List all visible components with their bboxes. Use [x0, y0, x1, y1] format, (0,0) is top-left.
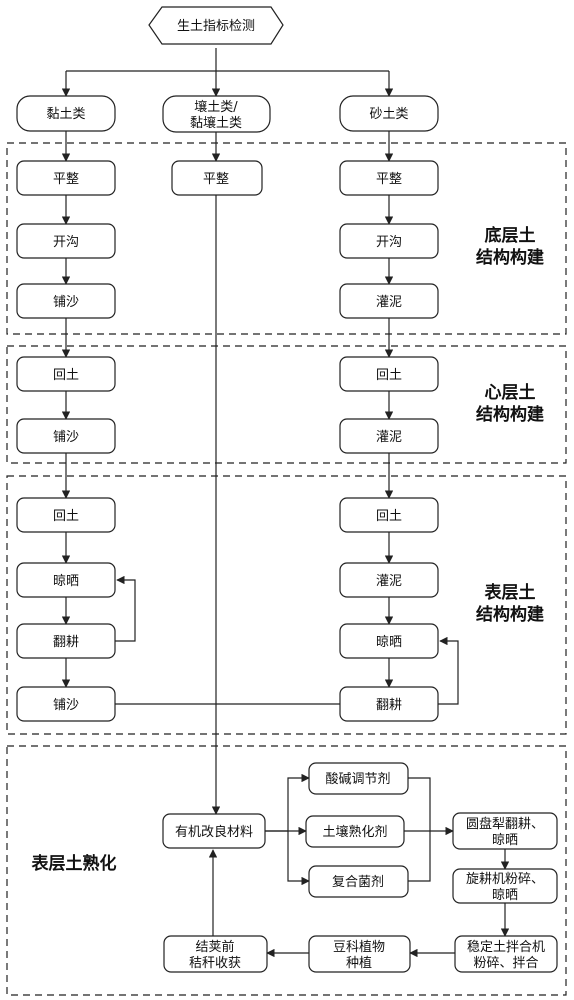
clay-step-sand-3: 铺沙 [16, 686, 116, 722]
clay-step-dry-label: 晾晒 [53, 573, 79, 589]
clay-step-plow-label: 翻耕 [53, 634, 79, 650]
sand-step-mud-1: 灌泥 [339, 283, 439, 319]
sand-step-dry: 晾晒 [339, 623, 439, 659]
sand-step-level: 平整 [339, 160, 439, 196]
ripening-straw-label-2: 秸秆收获 [189, 956, 241, 971]
sand-step-mud-2-label: 灌泥 [376, 430, 402, 445]
soil-type-loam: 壤土类/ 黏壤土类 [162, 95, 271, 133]
ripening-microbe: 复合菌剂 [308, 865, 409, 898]
clay-step-backfill-2-label: 回土 [53, 509, 79, 524]
ripening-organic-material-label: 有机改良材料 [175, 824, 253, 840]
loam-step-level: 平整 [171, 160, 263, 196]
zone-middle-label-1: 心层土 [485, 382, 536, 403]
ripening-stabilizer-mixer: 稳定土拌合机 粉碎、拌合 [454, 935, 558, 973]
ripening-disc-plow-label-2: 晾晒 [492, 832, 518, 848]
zone-middle-layer [6, 345, 567, 464]
zone-bottom-label-2: 结构构建 [476, 247, 544, 268]
soil-type-loam-label-1: 壤土类/ [194, 99, 238, 115]
zone-ripening-label: 表层土熟化 [32, 853, 117, 874]
ripening-rotary-tiller: 旋耕机粉碎、 晾晒 [452, 868, 558, 904]
ripening-stabilizer-label-2: 粉碎、拌合 [473, 956, 538, 971]
start-node: 生土指标检测 [148, 6, 284, 45]
soil-type-loam-label-2: 黏壤土类 [190, 115, 242, 131]
soil-type-clay: 黏土类 [16, 95, 116, 132]
clay-step-sand-1: 铺沙 [16, 283, 116, 319]
sand-step-mud-2: 灌泥 [339, 418, 439, 454]
ripening-organic-material: 有机改良材料 [162, 813, 266, 849]
ripening-ph-agent: 酸碱调节剂 [308, 762, 409, 795]
sand-step-mud-3-label: 灌泥 [376, 574, 402, 589]
clay-step-level-label: 平整 [53, 172, 79, 187]
ripening-ripening-agent: 土壤熟化剂 [305, 815, 405, 848]
clay-step-backfill-1: 回土 [16, 356, 116, 392]
clay-step-sand-3-label: 铺沙 [53, 698, 79, 713]
clay-step-backfill-2: 回土 [16, 497, 116, 533]
clay-step-backfill-1-label: 回土 [53, 368, 79, 383]
zone-bottom-label-1: 底层土 [485, 225, 536, 246]
soil-type-clay-label: 黏土类 [46, 106, 85, 122]
ripening-straw-harvest: 结荚前 秸秆收获 [163, 935, 268, 973]
ripening-microbe-label: 复合菌剂 [332, 875, 384, 890]
sand-step-dry-label: 晾晒 [376, 634, 402, 650]
sand-step-backfill-1-label: 回土 [376, 368, 402, 383]
loam-step-level-label: 平整 [203, 172, 229, 187]
ripening-disc-plow: 圆盘犁翻耕、 晾晒 [452, 812, 558, 850]
start-label: 生土指标检测 [177, 19, 255, 34]
clay-step-sand-1-label: 铺沙 [53, 295, 79, 310]
sand-step-level-label: 平整 [376, 172, 402, 187]
zone-bottom-layer [6, 142, 567, 335]
sand-step-backfill-2: 回土 [339, 497, 439, 533]
clay-step-trench-label: 开沟 [53, 235, 79, 250]
zone-surface-label-1: 表层土 [485, 582, 536, 603]
connectors [61, 48, 510, 958]
ripening-legume-planting: 豆科植物 种植 [308, 935, 411, 973]
ripening-rotary-label-2: 晾晒 [492, 887, 518, 903]
sand-step-mud-3: 灌泥 [339, 562, 439, 598]
clay-step-sand-2: 铺沙 [16, 418, 116, 454]
zone-surface-layer [6, 475, 567, 735]
zone-middle-label-2: 结构构建 [476, 404, 544, 425]
clay-step-plow: 翻耕 [16, 623, 116, 659]
ripening-straw-label-1: 结荚前 [195, 939, 234, 955]
sand-step-trench-label: 开沟 [376, 235, 402, 250]
sand-step-trench: 开沟 [339, 223, 439, 259]
ripening-stabilizer-label-1: 稳定土拌合机 [467, 939, 545, 955]
ripening-disc-plow-label-1: 圆盘犁翻耕、 [466, 816, 544, 832]
ripening-ph-agent-label: 酸碱调节剂 [325, 772, 390, 787]
clay-step-trench: 开沟 [16, 223, 116, 259]
ripening-rotary-label-1: 旋耕机粉碎、 [466, 871, 544, 887]
sand-step-backfill-2-label: 回土 [376, 509, 402, 524]
soil-type-sand-label: 砂土类 [369, 107, 408, 122]
clay-step-sand-2-label: 铺沙 [53, 430, 79, 445]
zone-surface-label-2: 结构构建 [476, 604, 544, 625]
clay-step-level: 平整 [16, 160, 116, 196]
sand-step-backfill-1: 回土 [339, 356, 439, 392]
clay-step-dry: 晾晒 [16, 562, 116, 598]
ripening-legume-label-2: 种植 [346, 956, 372, 971]
ripening-legume-label-1: 豆科植物 [333, 940, 385, 955]
soil-type-sand: 砂土类 [339, 95, 439, 132]
sand-step-plow-label: 翻耕 [376, 697, 402, 713]
sand-step-mud-1-label: 灌泥 [376, 295, 402, 310]
ripening-ripening-agent-label: 土壤熟化剂 [322, 824, 387, 840]
sand-step-plow: 翻耕 [339, 686, 439, 722]
zone-ripening [6, 745, 567, 996]
